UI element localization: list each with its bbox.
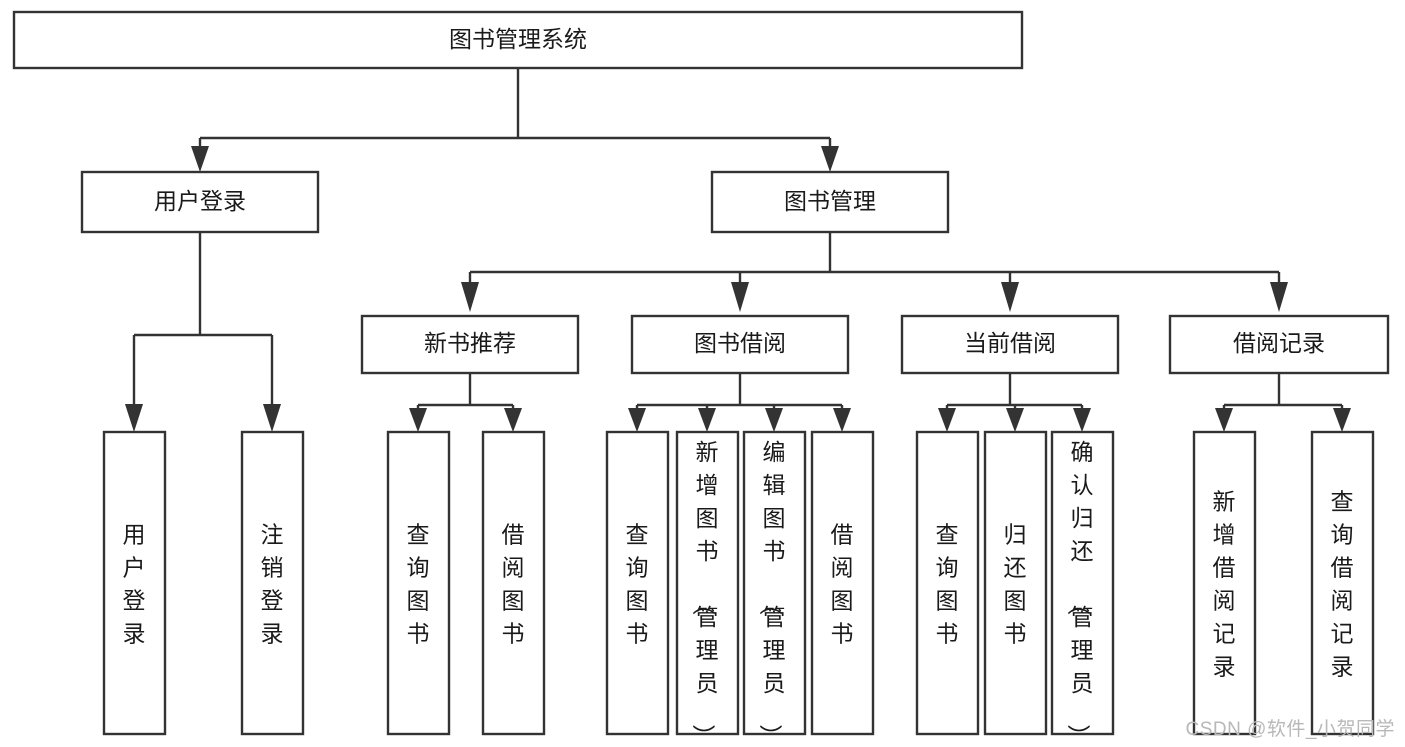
node-leaf-confirm-return[interactable]: 确认归还（管理员） <box>1050 430 1115 747</box>
node-leaf-return-book-label: 归还图书 <box>1004 522 1027 647</box>
node-new-book-rec[interactable]: 新书推荐 <box>360 314 580 375</box>
arrow-head-leaf-edit-book <box>765 408 783 432</box>
node-current-borrow-box[interactable] <box>900 314 1120 375</box>
node-leaf-add-book-box[interactable] <box>675 430 740 736</box>
node-borrow-record-box[interactable] <box>1168 314 1390 375</box>
arrow-head-new-book-rec <box>461 282 479 312</box>
node-leaf-confirm-return-label: 确认归还（管理员） <box>1066 439 1094 747</box>
node-book-manage[interactable]: 图书管理 <box>710 170 950 234</box>
node-leaf-add-book-label: 新增图书（管理员） <box>691 439 719 747</box>
arrow-head-leaf-logout <box>263 404 281 432</box>
node-leaf-borrow-book-1[interactable]: 借阅图书 <box>481 430 546 736</box>
node-book-manage-box[interactable] <box>710 170 950 234</box>
node-leaf-add-record-box[interactable] <box>1192 430 1257 736</box>
connector-group-book-manage <box>461 232 1288 312</box>
node-leaf-query-book-2-box[interactable] <box>605 430 670 736</box>
arrow-head-leaf-add-record <box>1215 408 1233 432</box>
node-leaf-edit-book-label: 编辑图书（管理员） <box>758 439 786 747</box>
node-new-book-rec-label: 新书推荐 <box>424 330 516 356</box>
node-leaf-borrow-book-2-label: 借阅图书 <box>831 522 854 647</box>
node-book-borrow-label: 图书借阅 <box>694 330 786 356</box>
connector-group-book-borrow <box>628 373 851 432</box>
node-root-box[interactable] <box>12 10 1024 70</box>
node-leaf-query-book-2[interactable]: 查询图书 <box>605 430 670 736</box>
node-leaf-query-record-box[interactable] <box>1310 430 1375 736</box>
node-new-book-rec-box[interactable] <box>360 314 580 375</box>
connector-group-root <box>191 68 839 172</box>
arrow-head-book-manage <box>821 146 839 172</box>
node-leaf-add-record[interactable]: 新增借阅记录 <box>1192 430 1257 736</box>
arrow-head-book-borrow <box>731 282 749 312</box>
node-root-label: 图书管理系统 <box>449 26 587 52</box>
node-leaf-query-record[interactable]: 查询借阅记录 <box>1310 430 1375 736</box>
connector-group-user-login <box>125 232 281 432</box>
node-leaf-query-book-3-box[interactable] <box>915 430 980 736</box>
node-current-borrow-label: 当前借阅 <box>964 330 1056 356</box>
node-user-login-box[interactable] <box>80 170 320 234</box>
node-borrow-record[interactable]: 借阅记录 <box>1168 314 1390 375</box>
node-leaf-user-login[interactable]: 用户登录 <box>102 430 167 736</box>
node-leaf-query-book-1-box[interactable] <box>386 430 451 736</box>
node-leaf-borrow-book-2[interactable]: 借阅图书 <box>810 430 875 736</box>
node-leaf-logout-label: 注销登录 <box>261 522 284 647</box>
node-leaf-query-book-1[interactable]: 查询图书 <box>386 430 451 736</box>
node-user-login-label: 用户登录 <box>154 188 246 214</box>
arrow-head-leaf-query-book-1 <box>409 408 427 432</box>
connector-group-new-book-rec <box>409 373 522 432</box>
arrow-head-leaf-borrow-book-2 <box>833 408 851 432</box>
node-leaf-borrow-book-1-label: 借阅图书 <box>502 522 525 647</box>
node-user-login[interactable]: 用户登录 <box>80 170 320 234</box>
arrow-head-leaf-query-book-3 <box>938 408 956 432</box>
node-leaf-edit-book[interactable]: 编辑图书（管理员） <box>742 430 807 747</box>
node-book-borrow[interactable]: 图书借阅 <box>630 314 850 375</box>
node-root[interactable]: 图书管理系统 <box>12 10 1024 70</box>
node-current-borrow[interactable]: 当前借阅 <box>900 314 1120 375</box>
node-leaf-user-login-label: 用户登录 <box>123 522 146 647</box>
node-leaf-query-book-3[interactable]: 查询图书 <box>915 430 980 736</box>
node-leaf-edit-book-box[interactable] <box>742 430 807 736</box>
node-leaf-add-record-label: 新增借阅记录 <box>1213 489 1236 680</box>
node-leaf-query-book-2-label: 查询图书 <box>626 522 649 647</box>
node-leaf-logout-box[interactable] <box>240 430 305 736</box>
node-leaf-confirm-return-box[interactable] <box>1050 430 1115 736</box>
node-borrow-record-label: 借阅记录 <box>1233 330 1325 356</box>
arrow-head-leaf-query-book-2 <box>628 408 646 432</box>
arrow-head-user-login <box>191 146 209 172</box>
connector-group-current-borrow <box>938 373 1091 432</box>
node-leaf-query-book-3-label: 查询图书 <box>936 522 959 647</box>
arrow-head-leaf-confirm-return <box>1073 408 1091 432</box>
arrow-head-leaf-query-record <box>1333 408 1351 432</box>
node-leaf-add-book[interactable]: 新增图书（管理员） <box>675 430 740 747</box>
arrow-head-leaf-return-book <box>1006 408 1024 432</box>
arrow-head-borrow-record <box>1270 282 1288 312</box>
node-leaf-borrow-book-2-box[interactable] <box>810 430 875 736</box>
node-leaf-user-login-box[interactable] <box>102 430 167 736</box>
arrow-head-leaf-borrow-book-1 <box>504 408 522 432</box>
node-leaf-return-book[interactable]: 归还图书 <box>983 430 1048 736</box>
node-book-borrow-box[interactable] <box>630 314 850 375</box>
arrow-head-leaf-user-login <box>125 404 143 432</box>
node-leaf-query-book-1-label: 查询图书 <box>407 522 430 647</box>
node-leaf-query-record-label: 查询借阅记录 <box>1331 489 1354 680</box>
arrow-head-current-borrow <box>1001 282 1019 312</box>
node-leaf-borrow-book-1-box[interactable] <box>481 430 546 736</box>
arrow-head-leaf-add-book <box>698 408 716 432</box>
node-book-manage-label: 图书管理 <box>784 188 876 214</box>
node-leaf-logout[interactable]: 注销登录 <box>240 430 305 736</box>
connector-group-borrow-record <box>1215 373 1351 432</box>
node-leaf-return-book-box[interactable] <box>983 430 1048 736</box>
